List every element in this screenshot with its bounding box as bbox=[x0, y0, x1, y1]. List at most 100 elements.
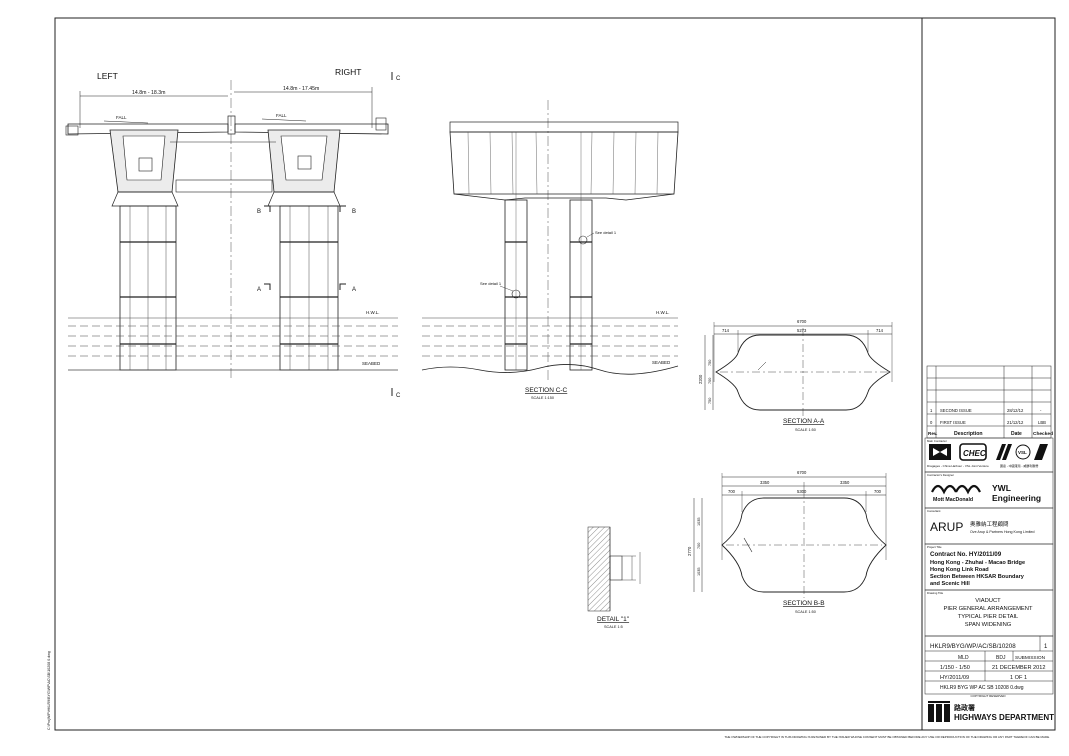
drawing-number: HKLR9/BYG/WP/AC/SB/10208 bbox=[930, 643, 1016, 650]
rev-header-checked: Checked bbox=[1033, 431, 1053, 437]
aa-dim-end-left: 714 bbox=[722, 328, 730, 333]
rev-header-rev: Rev. bbox=[928, 431, 937, 436]
section-aa-title: SECTION A-A bbox=[783, 418, 825, 425]
project-caption: Project Title bbox=[927, 545, 942, 549]
rev-row-0-rev: 0 bbox=[930, 420, 933, 425]
hwl-label-cc: H.W.L. bbox=[656, 310, 670, 315]
seabed-label-elevation: SEABED bbox=[362, 361, 381, 366]
drawn-by: MLD bbox=[958, 655, 969, 661]
water-level-lines bbox=[68, 317, 398, 371]
bb-dim-d3: 1035 bbox=[697, 568, 701, 576]
detail-1-view: DETAIL "1" SCALE 1:5 bbox=[587, 526, 641, 629]
rev-header-desc: Description bbox=[954, 431, 983, 437]
section-mark-a-left: A bbox=[257, 287, 261, 293]
dim-left-width: 14.8m - 18.3m bbox=[132, 90, 165, 96]
section-mark-b-left: B bbox=[257, 209, 261, 215]
checked-by: BDJ bbox=[996, 655, 1006, 661]
side-file-path: C:\ProjWiP\HKLR9\BYG\WP\AC\SB\10208 0.dw… bbox=[47, 651, 51, 730]
drawing-caption: Drawing Title bbox=[927, 591, 944, 595]
aa-dim-depth: 2200 bbox=[698, 374, 703, 384]
section-mark-b-right: B bbox=[352, 209, 356, 215]
dim-right-width: 14.8m - 17.45m bbox=[283, 86, 319, 92]
bb-dim-half-left: 3350 bbox=[760, 480, 770, 485]
label-right: RIGHT bbox=[335, 67, 361, 77]
bb-dim-middle: 5300 bbox=[797, 489, 807, 494]
rev-row-1-checked: - bbox=[1040, 408, 1042, 413]
arup-cn: 奧雅納工程顧問 bbox=[970, 520, 1009, 528]
section-cc-title: SECTION C-C bbox=[525, 387, 568, 394]
section-bb-outline bbox=[721, 497, 887, 593]
detail-1-scale: SCALE 1:5 bbox=[604, 625, 623, 629]
contractor-logos: CHEC VSL bbox=[929, 443, 1048, 461]
section-mark-c-bottom: C bbox=[396, 393, 401, 399]
section-bb-title: SECTION B-B bbox=[783, 600, 825, 607]
mm-logo-text: Mott MacDonald bbox=[933, 497, 973, 503]
arup-logo: ARUP bbox=[930, 520, 963, 534]
bb-dim-half-right: 3350 bbox=[840, 480, 850, 485]
aa-dim-d1: 750 bbox=[708, 360, 712, 366]
section-cc-scale: SCALE 1:150 bbox=[531, 396, 554, 400]
section-bb-scale: SCALE 1:50 bbox=[795, 610, 816, 614]
bb-dim-end-right: 700 bbox=[874, 489, 882, 494]
section-aa-outline bbox=[715, 334, 891, 411]
section-aa-view: 6700 714 5273 714 2200 750 700 750 SECTI… bbox=[698, 319, 893, 432]
project-line-3: Section Between HKSAR Boundary bbox=[930, 574, 1025, 580]
detail-1-title: DETAIL "1" bbox=[597, 616, 630, 623]
section-aa-scale: SCALE 1:50 bbox=[795, 428, 816, 432]
designer-caption: Contractor's Designer bbox=[927, 473, 954, 477]
drawing-line-1: VIADUCT bbox=[975, 598, 1001, 604]
svg-text:VSL: VSL bbox=[1018, 450, 1027, 455]
project-line-1: Hong Kong - Zhuhai - Macao Bridge bbox=[930, 560, 1025, 566]
left-pier-column bbox=[119, 205, 177, 371]
highways-department-logo bbox=[928, 701, 950, 722]
hd-name: HIGHWAYS DEPARTMENT bbox=[954, 713, 1054, 722]
rev-row-0-date: 21/12/12 bbox=[1007, 420, 1024, 425]
job-number: HY/2011/09 bbox=[940, 675, 969, 681]
mott-macdonald-logo bbox=[931, 484, 981, 495]
rev-row-0-desc: FIRST ISSUE bbox=[940, 420, 966, 425]
file-name: HKLR9 BYG WP AC SB 10208 0.dwg bbox=[940, 685, 1024, 691]
date: 21 DECEMBER 2012 bbox=[992, 665, 1045, 671]
consultant-caption: Consultant bbox=[927, 509, 941, 513]
rev-row-0-checked: LBB bbox=[1038, 420, 1046, 425]
ywl-line-2: Engineering bbox=[992, 493, 1041, 503]
see-detail-left: See detail 1 bbox=[480, 281, 502, 286]
fall-right: FALL bbox=[276, 113, 287, 118]
arup-sub: Ove Arup & Partners Hong Kong Limited bbox=[970, 530, 1035, 534]
drawing-line-2: PIER GENERAL ARRANGEMENT bbox=[943, 606, 1032, 612]
bb-dim-d1: 1035 bbox=[697, 518, 701, 526]
rev-row-1-rev: 1 bbox=[930, 408, 933, 413]
title-block: 1 SECOND ISSUE 28/12/12 - 0 FIRST ISSUE … bbox=[924, 365, 1054, 722]
aa-dim-end-right: 714 bbox=[876, 328, 884, 333]
fall-left: FALL bbox=[116, 115, 127, 120]
aa-dim-d2: 700 bbox=[708, 378, 712, 384]
rev-row-1-desc: SECOND ISSUE bbox=[940, 408, 972, 413]
rev-header-date: Date bbox=[1011, 431, 1022, 437]
drawing-rev: 1 bbox=[1044, 644, 1048, 650]
section-mark-a-right: A bbox=[352, 287, 356, 293]
section-mark-c-top: C bbox=[396, 76, 401, 82]
section-bb-view: 6700 3350 3350 700 5300 700 2770 1035 70… bbox=[687, 470, 887, 614]
project-line-4: and Scenic Hill bbox=[930, 581, 970, 587]
drawing-line-3: TYPICAL PIER DETAIL bbox=[958, 614, 1019, 620]
svg-text:CHEC: CHEC bbox=[963, 449, 986, 458]
drawing-line-4: SPAN WIDENING bbox=[965, 622, 1012, 628]
ywl-line-1: YWL bbox=[992, 483, 1011, 493]
sheet-number: 1 OF 1 bbox=[1010, 675, 1027, 681]
copyright: COPYRIGHT RESERVED bbox=[970, 694, 1006, 698]
scale: 1/150 - 1/50 bbox=[940, 665, 970, 671]
pier-elevation-view: LEFT RIGHT 14.8m - 18.3m 14.8m - 17.45m … bbox=[65, 67, 401, 399]
copyright-footer-note: THE OWNERSHIP OF THE COPYRIGHT IN THIS D… bbox=[724, 735, 1050, 739]
aa-dim-middle: 5273 bbox=[797, 328, 807, 333]
contractor-caption: Main Contractor bbox=[927, 439, 947, 443]
see-detail-right: See detail 1 bbox=[595, 230, 617, 235]
seabed-label-cc: SEABED bbox=[652, 360, 671, 365]
label-left: LEFT bbox=[97, 71, 118, 81]
contractor-cn: 寶嘉 - 中國港灣 - 威勝利聯營 bbox=[1000, 463, 1038, 468]
contractor-text: Dragages - China Harbour - VSL Joint Ven… bbox=[927, 464, 989, 468]
sheet-border bbox=[54, 17, 1056, 731]
right-pier-column bbox=[279, 205, 339, 371]
status: SUBMISSION bbox=[1015, 655, 1046, 661]
rev-row-1-date: 28/12/12 bbox=[1007, 408, 1024, 413]
